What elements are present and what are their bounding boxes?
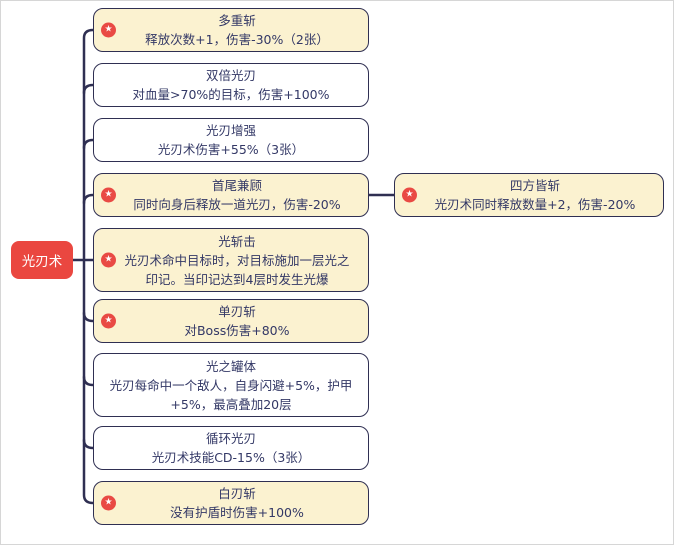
branch-node[interactable]: 循环光刃 光刃术技能CD-15%（3张） [93, 426, 369, 470]
branch-node[interactable]: 双倍光刃 对血量>70%的目标，伤害+100% [93, 63, 369, 107]
node-description: 光刃术命中目标时，对目标施加一层光之印记。当印记达到4层时发生光爆 [124, 252, 350, 287]
root-node-skill[interactable]: 光刃术 [11, 241, 73, 279]
star-icon: ★ [101, 495, 116, 511]
node-title: 四方皆斩 [509, 178, 560, 193]
branch-node[interactable]: ★ 首尾兼顾 同时向身后释放一道光刃，伤害-20% [93, 173, 369, 217]
node-description: 同时向身后释放一道光刃，伤害-20% [133, 197, 341, 212]
node-description: 没有护盾时伤害+100% [170, 505, 304, 520]
child-node[interactable]: ★ 四方皆斩 光刃术同时释放数量+2，伤害-20% [394, 173, 664, 217]
star-icon: ★ [101, 313, 116, 329]
star-icon: ★ [101, 252, 116, 268]
node-title: 单刃斩 [218, 304, 256, 319]
node-title: 首尾兼顾 [211, 178, 262, 193]
node-title: 双倍光刃 [205, 68, 256, 83]
node-title: 白刃斩 [218, 486, 256, 501]
branch-node[interactable]: 光之罐体 光刃每命中一个敌人，自身闪避+5%，护甲+5%，最高叠加20层 [93, 353, 369, 417]
node-title: 多重斩 [218, 13, 256, 28]
branch-node[interactable]: ★ 白刃斩 没有护盾时伤害+100% [93, 481, 369, 525]
node-description: 释放次数+1，伤害-30%（2张） [145, 32, 329, 47]
star-icon: ★ [101, 22, 116, 38]
node-description: 光刃术伤害+55%（3张） [157, 142, 305, 157]
branch-node[interactable]: ★ 光斩击 光刃术命中目标时，对目标施加一层光之印记。当印记达到4层时发生光爆 [93, 228, 369, 292]
node-title: 光斩击 [218, 233, 256, 249]
star-icon: ★ [101, 187, 116, 203]
branch-node[interactable]: ★ 单刃斩 对Boss伤害+80% [93, 299, 369, 343]
node-description: 光刃术同时释放数量+2，伤害-20% [434, 197, 636, 212]
node-title: 光之罐体 [205, 358, 256, 374]
node-title: 循环光刃 [205, 431, 256, 446]
node-description: 对血量>70%的目标，伤害+100% [132, 87, 330, 102]
node-description: 光刃术技能CD-15%（3张） [151, 450, 311, 465]
star-icon: ★ [402, 187, 417, 203]
branch-node[interactable]: ★ 多重斩 释放次数+1，伤害-30%（2张） [93, 8, 369, 52]
node-description: 光刃每命中一个敌人，自身闪避+5%，护甲+5%，最高叠加20层 [109, 377, 353, 412]
node-description: 对Boss伤害+80% [184, 323, 290, 338]
node-title: 光刃增强 [205, 123, 256, 138]
branch-node[interactable]: 光刃增强 光刃术伤害+55%（3张） [93, 118, 369, 162]
